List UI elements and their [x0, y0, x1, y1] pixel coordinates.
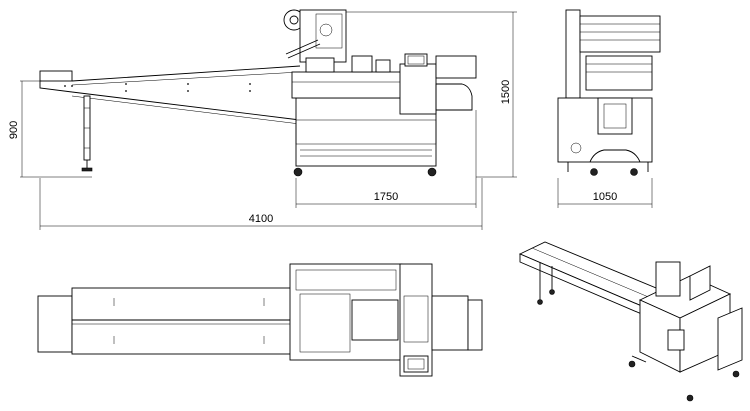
- plan-view: [37, 263, 483, 377]
- machine-body-side: [283, 9, 477, 177]
- dimension-900: 900: [8, 80, 92, 178]
- dimension-label-1750: 1750: [374, 191, 398, 203]
- side-elevation-view: 900 1500 1750 4100: [8, 9, 517, 230]
- end-view: 1050: [557, 9, 661, 208]
- dimension-1500: 1500: [346, 11, 517, 178]
- dimension-1750: 1750: [295, 110, 477, 208]
- isometric-view: [518, 241, 743, 402]
- dimension-label-1500: 1500: [500, 80, 512, 104]
- dimension-label-900: 900: [8, 121, 20, 139]
- dimension-label-4100: 4100: [249, 213, 273, 225]
- dimension-4100: 4100: [39, 178, 483, 230]
- infeed-conveyor-side: [39, 65, 301, 172]
- dimension-label-1050: 1050: [593, 191, 617, 203]
